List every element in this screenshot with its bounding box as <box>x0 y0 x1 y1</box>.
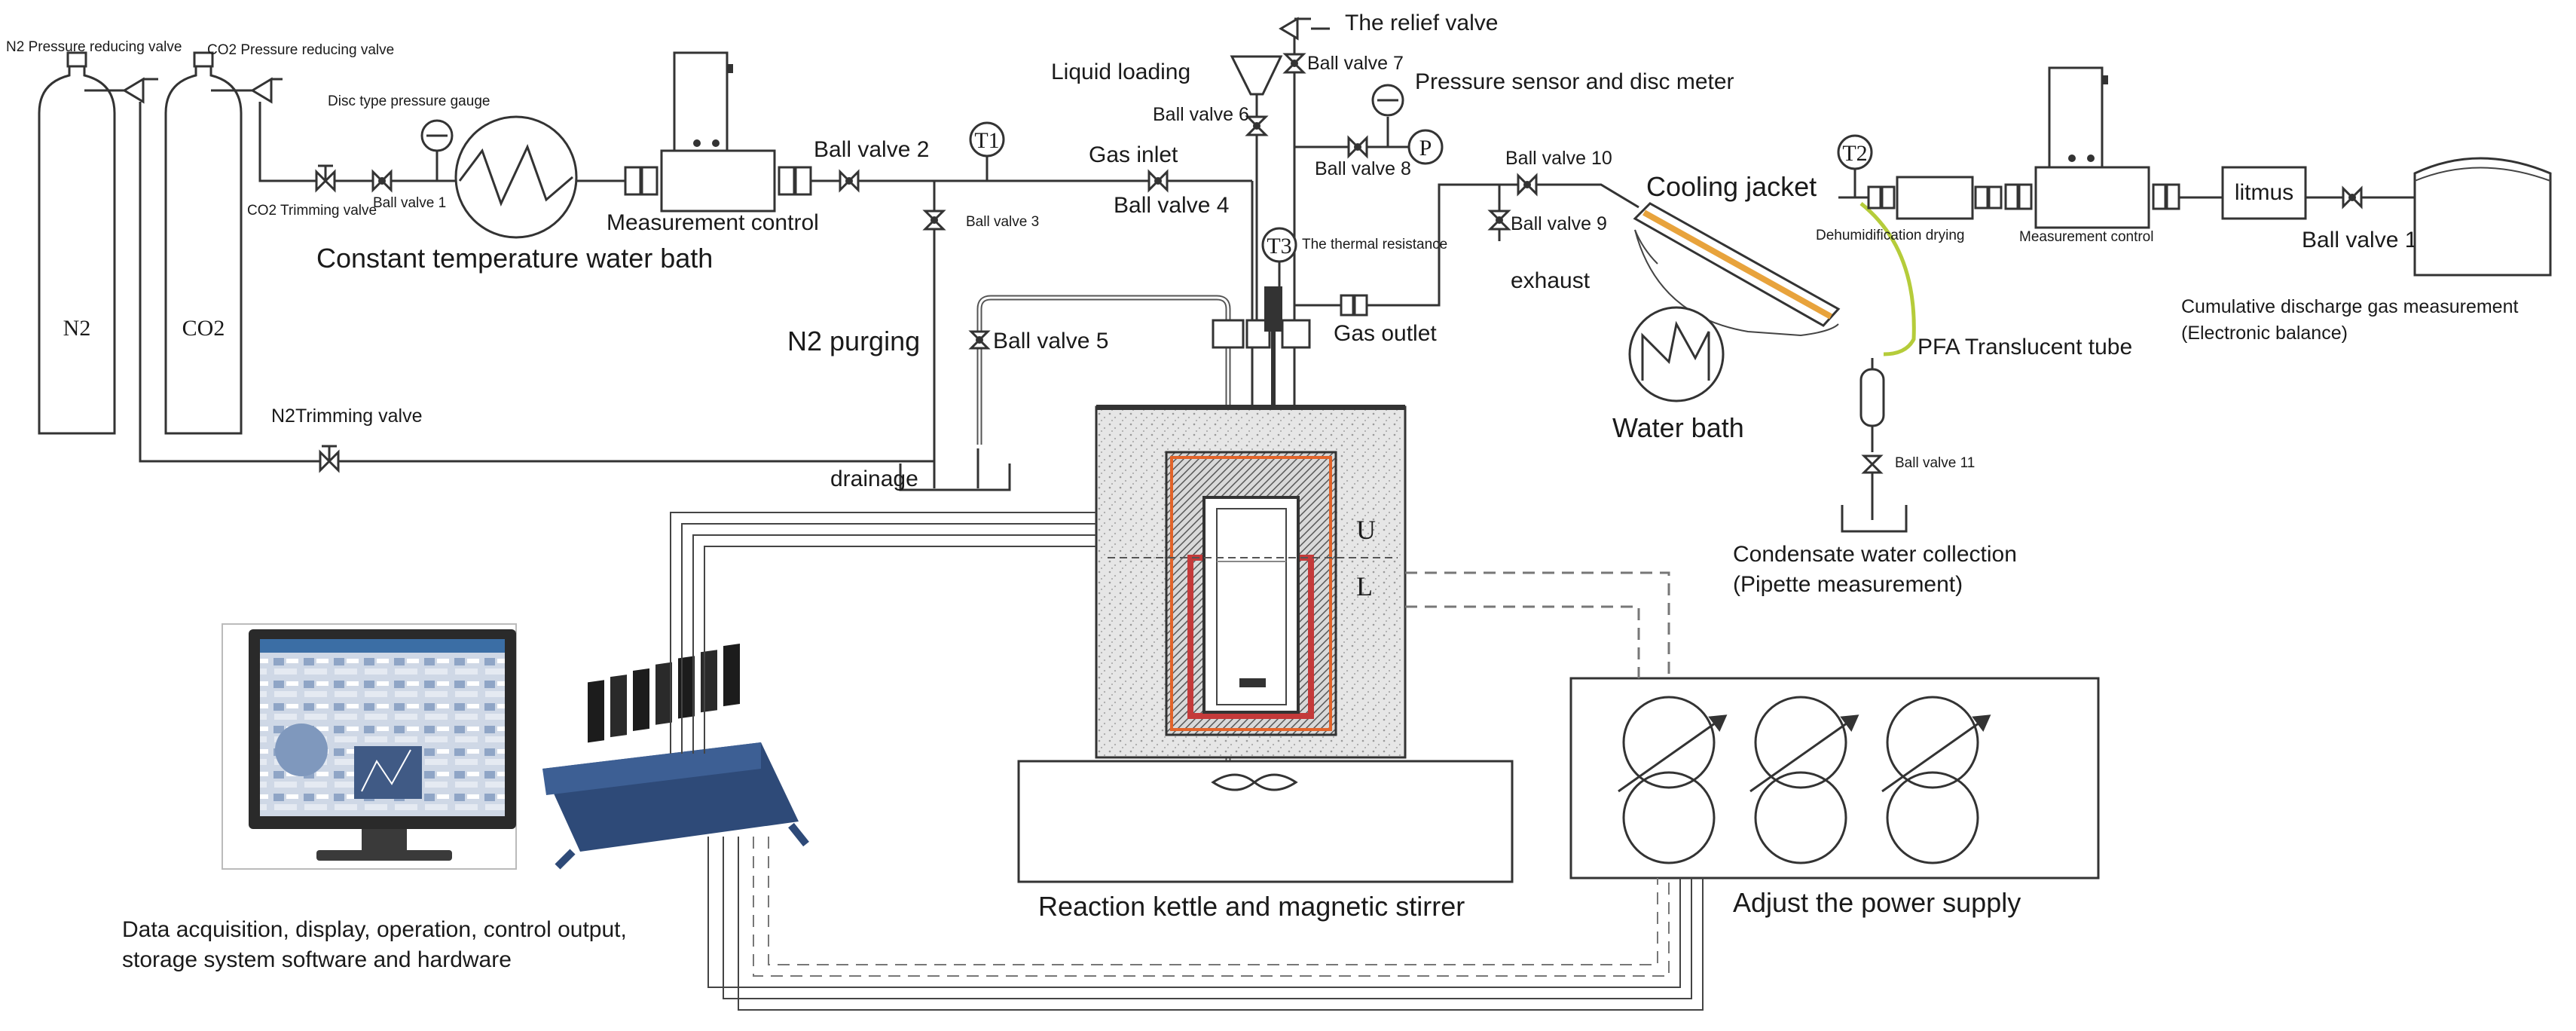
ball-valve-2-icon <box>839 169 860 193</box>
disc-meter-icon <box>1371 84 1404 147</box>
ball-valve-12-label: Ball valve 12 <box>2302 228 2430 252</box>
signal-wiring <box>670 512 1704 1011</box>
ball-valve-12-icon <box>2342 185 2363 210</box>
magnetic-stirrer <box>1017 760 1514 883</box>
pressure-sensor-p: P <box>1407 129 1444 165</box>
constant-temperature-water-bath-icon <box>454 115 578 239</box>
n2-trimming-valve-label: N2Trimming valve <box>271 405 423 427</box>
ball-valve-6-icon <box>1245 115 1269 136</box>
dehumidification-drying-label: Dehumidification drying <box>1816 228 1965 243</box>
co2-trimming-valve-label: CO2 Trimming valve <box>247 203 377 219</box>
daq-label-line2: storage system software and hardware <box>122 947 512 972</box>
stirrer-icon <box>1211 773 1298 791</box>
t1-label: T1 <box>974 128 999 153</box>
transformer-icon <box>1749 696 1859 864</box>
discharge-vessel <box>2413 157 2552 277</box>
transformer-icon <box>1881 696 1991 864</box>
ball-valve-5-icon <box>968 330 991 350</box>
n2-purging-label: N2 purging <box>787 326 920 356</box>
litmus-label: litmus <box>2235 180 2293 205</box>
ball-valve-9-label: Ball valve 9 <box>1511 213 1607 234</box>
daq-chassis-icon <box>542 643 809 870</box>
gas-inlet-label: Gas inlet <box>1089 142 1178 167</box>
disc-type-pressure-gauge-icon <box>420 119 454 181</box>
condensate-label-line2: (Pipette measurement) <box>1733 572 1963 597</box>
liquid-loading-label: Liquid loading <box>1051 60 1190 84</box>
ball-valve-4-icon <box>1147 169 1169 193</box>
co2-pressure-reducing-valve-label: CO2 Pressure reducing valve <box>207 42 394 58</box>
co2-cylinder: CO2 <box>164 51 243 435</box>
disc-type-pressure-gauge-label: Disc type pressure gauge <box>328 93 490 109</box>
ball-valve-9-icon <box>1487 210 1511 231</box>
drainage-label: drainage <box>830 467 918 491</box>
measurement-control-2-label: Measurement control <box>2019 229 2153 245</box>
relief-valve-label: The relief valve <box>1345 11 1498 35</box>
gas-outlet-label: Gas outlet <box>1334 321 1437 346</box>
t1-sensor: T1 <box>969 121 1005 181</box>
ball-valve-11-label: Ball valve 11 <box>1895 455 1975 471</box>
condensate-collector <box>1841 358 1908 533</box>
relief-valve-icon <box>1279 17 1330 41</box>
n2-pressure-reducing-valve-label: N2 Pressure reducing valve <box>6 39 182 55</box>
transformer-icon <box>1618 696 1728 864</box>
ball-valve-1-icon <box>371 169 393 193</box>
condensate-label-line1: Condensate water collection <box>1733 542 2017 567</box>
cumulative-discharge-line2: (Electronic balance) <box>2181 323 2348 344</box>
cooling-jacket-label: Cooling jacket <box>1646 171 1817 202</box>
t3-label: T3 <box>1267 234 1291 259</box>
ball-valve-3-label: Ball valve 3 <box>966 214 1039 230</box>
ball-valve-1-label: Ball valve 1 <box>373 195 446 211</box>
ball-valve-7-label: Ball valve 7 <box>1307 53 1404 74</box>
reaction-kettle-label: Reaction kettle and magnetic stirrer <box>1038 891 1465 922</box>
co2-trimming-valve-icon <box>315 164 336 193</box>
adjust-power-supply-label: Adjust the power supply <box>1733 887 2021 918</box>
measurement-control-2-icon <box>2004 66 2180 229</box>
reaction-kettle: U L <box>1095 405 1407 759</box>
adjustable-power-supply <box>1569 677 2100 880</box>
measurement-control-1-icon <box>576 51 812 213</box>
constant-temperature-water-bath-label: Constant temperature water bath <box>316 243 713 274</box>
ball-valve-8-label: Ball valve 8 <box>1315 158 1411 179</box>
water-bath-icon <box>1628 306 1725 402</box>
t3-sensor: T3 <box>1261 227 1297 286</box>
thermal-resistance-label: The thermal resistance <box>1302 237 1447 252</box>
co2-cylinder-label: CO2 <box>182 316 225 341</box>
pfa-tube-label: PFA Translucent tube <box>1917 335 2132 359</box>
level-l-label: L <box>1356 571 1373 601</box>
t2-sensor: T2 <box>1837 134 1873 197</box>
liquid-loading-funnel <box>1230 55 1283 113</box>
level-u-label: U <box>1356 515 1376 545</box>
ball-valve-10-label: Ball valve 10 <box>1505 148 1612 169</box>
n2-trimming-valve-icon <box>319 445 340 473</box>
t2-label: T2 <box>1842 141 1867 166</box>
cooling-jacket <box>1633 202 1841 337</box>
drainage-container <box>899 448 1011 491</box>
cumulative-discharge-line1: Cumulative discharge gas measurement <box>2181 296 2518 317</box>
ball-valve-4-label: Ball valve 4 <box>1114 193 1229 218</box>
daq-label-line1: Data acquisition, display, operation, co… <box>122 917 627 942</box>
ball-valve-8-icon <box>1347 135 1368 159</box>
monitor-icon <box>222 623 517 870</box>
ball-valve-7-icon <box>1282 53 1306 74</box>
n2-cylinder: N2 <box>38 51 116 435</box>
measurement-control-1-label: Measurement control <box>607 210 819 235</box>
n2-pressure-reducing-valve-icon <box>84 77 158 104</box>
exhaust-label: exhaust <box>1511 268 1591 293</box>
p-label: P <box>1419 136 1432 161</box>
ball-valve-2-label: Ball valve 2 <box>814 137 929 162</box>
ball-valve-5-label: Ball valve 5 <box>993 329 1108 353</box>
n2-cylinder-label: N2 <box>63 316 91 341</box>
water-bath-label: Water bath <box>1612 412 1744 443</box>
pressure-sensor-label: Pressure sensor and disc meter <box>1415 69 1734 94</box>
dehumidification-drying-icon <box>1896 176 1974 220</box>
ball-valve-3-icon <box>922 210 946 231</box>
ball-valve-6-label: Ball valve 6 <box>1153 104 1249 125</box>
ball-valve-10-icon <box>1517 173 1538 197</box>
litmus-box: litmus <box>2221 166 2307 220</box>
co2-pressure-reducing-valve-icon <box>211 77 283 104</box>
